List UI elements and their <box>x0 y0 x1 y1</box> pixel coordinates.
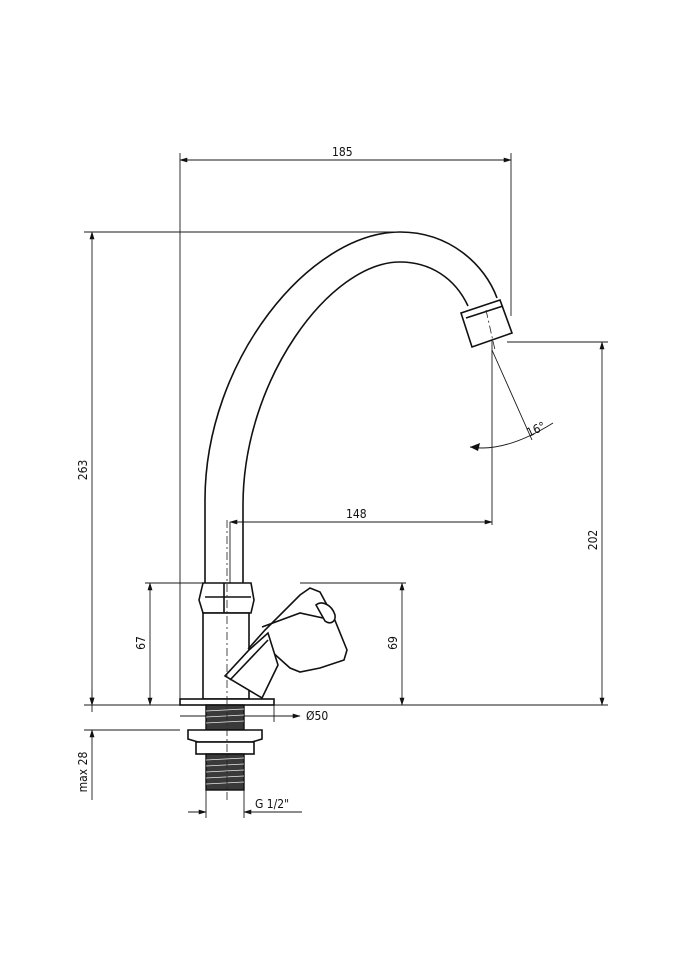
dim-thread: G 1/2" <box>255 797 289 811</box>
dim-height-total: 263 <box>76 460 90 481</box>
dim-handle-right: 69 <box>386 636 400 650</box>
faucet-body <box>179 231 514 800</box>
threaded-shank <box>205 704 245 731</box>
washer <box>195 741 255 755</box>
dim-width-total: 185 <box>332 145 353 159</box>
lock-nut <box>187 729 263 743</box>
dim-handle-left: 67 <box>134 636 148 650</box>
aerator-nozzle <box>459 298 514 349</box>
dim-max-thickness: max 28 <box>76 752 90 793</box>
dimension-lines <box>89 157 605 815</box>
dim-spout-height: 202 <box>586 530 600 551</box>
handle-cone <box>223 631 279 700</box>
dim-spout-reach: 148 <box>346 507 367 521</box>
dim-spout-angle: 16° <box>524 419 547 440</box>
hex-nut <box>198 582 255 614</box>
dim-flange-diameter: Ø50 <box>306 709 328 723</box>
handle-cap <box>314 602 336 624</box>
extension-lines <box>84 153 608 818</box>
